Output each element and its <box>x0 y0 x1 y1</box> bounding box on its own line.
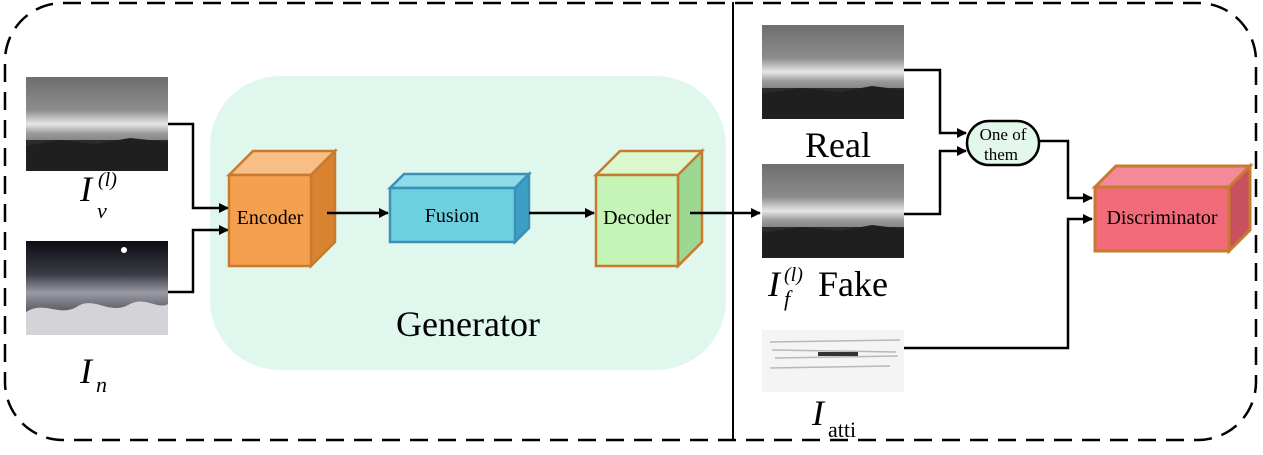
selector-line2: them <box>984 145 1018 164</box>
encoder-front <box>227 173 313 268</box>
fusion-top <box>386 172 533 190</box>
fusion-block: Fusion <box>386 170 533 246</box>
encoder-block: Encoder <box>225 147 339 270</box>
visible-image <box>26 77 168 171</box>
decoder-block: Decoder <box>592 147 706 270</box>
attention-map-label: I <box>811 393 826 433</box>
generator-label: Generator <box>396 304 540 344</box>
infrared-input-label: I <box>79 351 94 391</box>
discriminator-label: Discriminator <box>1106 207 1217 229</box>
fake-output-label: I <box>767 264 782 304</box>
visible-input-sub: v <box>97 198 107 223</box>
visible-to-encoder-arrow <box>168 122 229 213</box>
discriminator-front <box>1093 185 1231 253</box>
fake-to-selector-arrow <box>904 146 967 216</box>
encoder-label: Encoder <box>237 207 304 229</box>
attention-image <box>762 330 904 392</box>
decoder-label: Decoder <box>603 207 671 229</box>
discriminator-block: Discriminator <box>1091 162 1254 255</box>
fusion-side <box>513 170 531 246</box>
fake-output-sub: f <box>784 286 793 311</box>
decoder-front <box>594 173 680 268</box>
discriminator-top <box>1091 164 1254 189</box>
infrared-to-encoder-arrow <box>168 225 229 294</box>
visible-input-label: I <box>79 169 94 209</box>
real-to-selector-arrow <box>904 68 967 138</box>
selector-node <box>965 119 1041 167</box>
real-label: Real <box>805 125 871 165</box>
attention-map-sub: atti <box>828 417 856 442</box>
real-image <box>762 25 904 119</box>
fusion-front <box>388 186 517 244</box>
infrared-image <box>26 241 168 335</box>
fake-output-sup: (l) <box>784 264 803 286</box>
attention-to-discriminator-arrow <box>904 214 1093 350</box>
infrared-input-sub: n <box>96 372 107 397</box>
visible-input-sup: (l) <box>98 169 117 191</box>
selector-line1: One of <box>980 125 1027 144</box>
fake-label: Fake <box>818 264 888 304</box>
fake-image <box>762 164 904 258</box>
selector-to-discriminator-arrow <box>1039 139 1093 203</box>
fusion-label: Fusion <box>425 205 479 227</box>
outer-dashed-border <box>3 1 1258 442</box>
